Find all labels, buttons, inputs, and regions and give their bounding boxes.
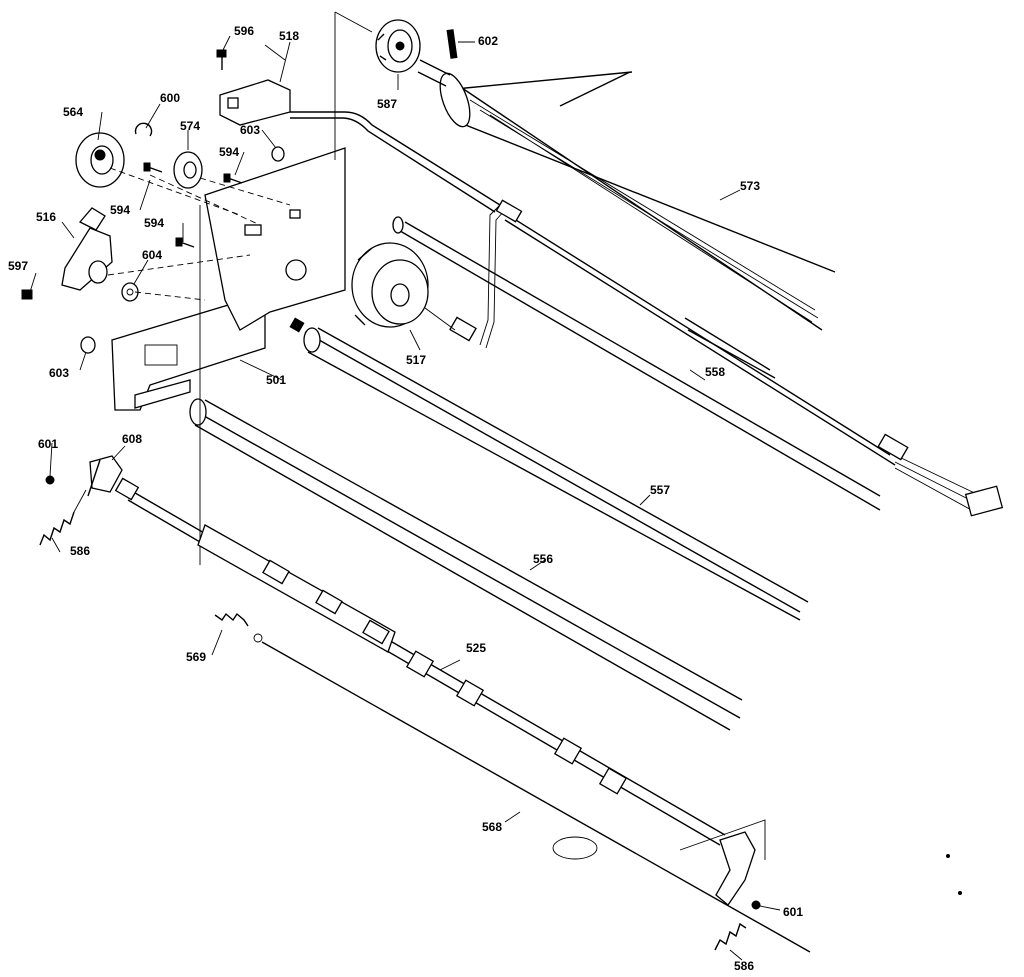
screws-594 [143,162,243,248]
screw-597 [21,289,33,300]
label-602: 602 [478,34,498,48]
label-601-left: 601 [38,437,58,451]
nut-603-lower [80,336,96,354]
label-556: 556 [533,552,553,566]
roller-557 [289,317,809,621]
label-587: 587 [377,97,397,111]
sensor-518 [219,44,291,126]
label-568: 568 [482,820,502,834]
label-558: 558 [705,365,725,379]
label-517: 517 [406,353,426,367]
label-518: 518 [279,29,299,43]
label-501: 501 [266,373,286,387]
spring-586-left [39,489,87,546]
clip-600 [134,122,153,137]
label-557: 557 [650,483,670,497]
pin-602 [446,29,475,59]
label-603-lower: 603 [49,366,69,380]
leader-lines [29,35,781,961]
motor-517 [351,242,477,342]
bracket-right [679,819,766,906]
label-603-top: 603 [240,123,260,137]
label-594-c: 594 [144,216,164,230]
label-596: 596 [234,24,254,38]
gear-574 [173,151,203,189]
nut-603-top [271,146,285,162]
label-600: 600 [160,91,180,105]
gear-587 [375,19,421,73]
label-594-a: 594 [219,145,239,159]
label-608: 608 [122,432,142,446]
label-573: 573 [740,179,760,193]
specks [946,854,962,895]
cable-harness [290,111,1004,517]
label-604: 604 [142,248,162,262]
cable-568 [261,641,811,953]
label-564: 564 [63,105,83,119]
label-586-left: 586 [70,544,90,558]
label-594-b: 594 [110,203,130,217]
roller-573 [417,59,836,331]
part-labels: 596 518 602 587 564 600 574 603 594 594 … [8,24,803,973]
bracket-608 [87,455,123,497]
shaft-525 [114,477,726,846]
label-586-right: 586 [734,959,754,973]
label-601-right: 601 [783,905,803,919]
label-516: 516 [36,210,56,224]
clip-601-right [751,900,761,910]
clip-601-left [45,475,55,485]
label-525: 525 [466,641,486,655]
ring-604 [121,282,139,302]
screw-596 [216,49,227,70]
roller-556 [189,398,743,731]
label-574: 574 [180,119,200,133]
label-597: 597 [8,259,28,273]
spring-586-right [714,922,747,951]
spring-569 [214,612,263,643]
lever-516 [61,207,113,291]
frame-501 [111,11,373,565]
label-569: 569 [186,650,206,664]
assembly-lines [107,167,291,301]
gear-564 [75,132,125,188]
